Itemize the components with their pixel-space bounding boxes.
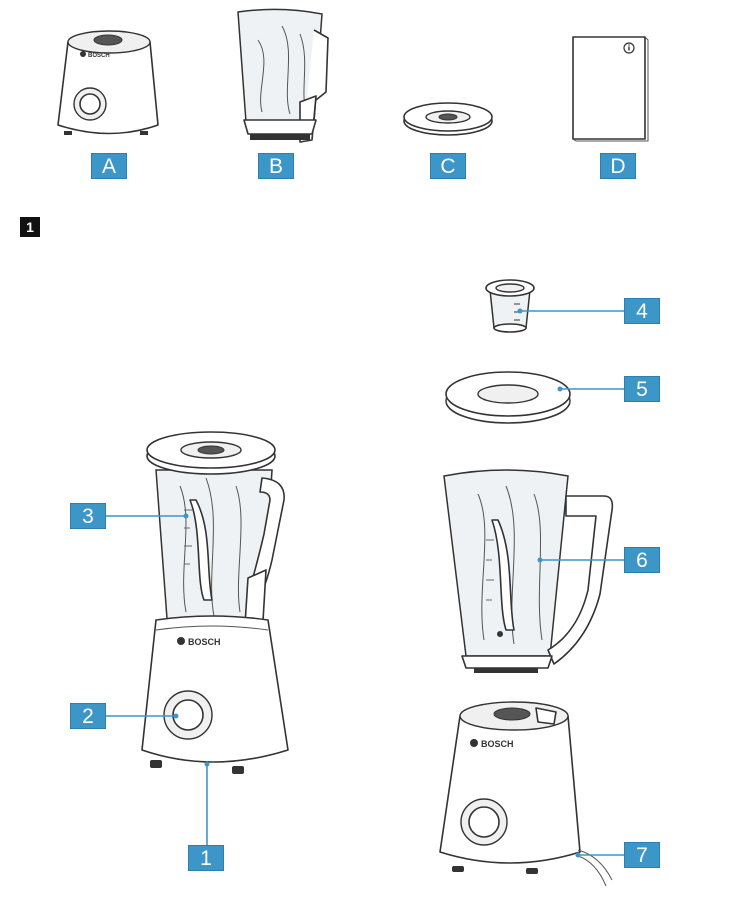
part-label-5: 5 xyxy=(624,376,660,402)
part-label-1: 1 xyxy=(188,845,224,871)
overview-jug xyxy=(237,8,329,143)
exploded-lid xyxy=(445,371,571,424)
assembled-blender: BOSCH xyxy=(141,431,289,774)
label-a: A xyxy=(91,153,127,179)
exploded-brand-text: BOSCH xyxy=(481,739,514,749)
overview-brand-text: BOSCH xyxy=(88,53,110,59)
label-d: D xyxy=(600,153,636,179)
part-label-7: 7 xyxy=(624,842,660,868)
exploded-motor-base: BOSCH xyxy=(439,701,613,887)
label-c: C xyxy=(430,153,466,179)
label-b: B xyxy=(258,153,294,179)
part-label-4: 4 xyxy=(624,298,660,324)
figure-number: 1 xyxy=(20,217,40,237)
part-label-6: 6 xyxy=(624,547,660,573)
base-brand-text: BOSCH xyxy=(188,637,221,647)
part-label-3: 3 xyxy=(70,503,106,529)
overview-instruction-manual xyxy=(572,36,649,142)
overview-motor-base: BOSCH xyxy=(57,30,159,135)
exploded-jug xyxy=(443,469,614,673)
overview-lid xyxy=(403,102,493,136)
measuring-cup xyxy=(485,279,535,333)
part-label-2: 2 xyxy=(70,703,106,729)
leader-lines xyxy=(104,308,626,858)
